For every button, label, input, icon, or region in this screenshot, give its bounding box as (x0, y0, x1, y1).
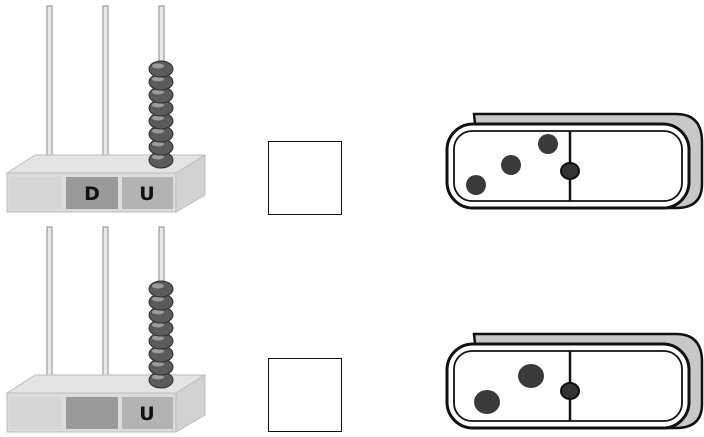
abacus-bead-highlight (152, 335, 164, 341)
abacus-rod-tens (102, 226, 109, 388)
domino-pip (501, 155, 521, 175)
abacus-bead-highlight (152, 283, 164, 289)
abacus-base-top (5, 154, 207, 174)
abacus-bead-highlight (152, 115, 164, 121)
abacus-bead-highlight (152, 76, 164, 82)
domino-pip (474, 390, 500, 414)
label-panel-hundreds (10, 397, 61, 429)
abacus-bead-highlight (152, 296, 164, 302)
abacus: D U (5, 5, 207, 213)
abacus-bead-highlight (152, 89, 164, 95)
domino-pip (538, 134, 558, 154)
domino (445, 332, 704, 430)
abacus-bead-highlight (152, 348, 164, 354)
abacus-bead-highlight (152, 309, 164, 315)
abacus-bead-highlight (152, 154, 164, 160)
abacus-bead-highlight (152, 128, 164, 134)
domino-pip (518, 364, 544, 388)
abacus-bead-highlight (152, 322, 164, 328)
abacus-bead-highlight (152, 63, 164, 69)
bead-stack-units (148, 280, 174, 389)
abacus-bead (148, 60, 174, 78)
label-units: U (139, 183, 154, 205)
abacus-bead (148, 280, 174, 298)
domino (445, 112, 704, 210)
domino-inner-border (453, 350, 683, 422)
abacus-rod-tens (102, 5, 109, 167)
domino-center-pin (560, 162, 580, 180)
label-panel-units (122, 177, 173, 209)
exercise-2: U (0, 220, 704, 437)
abacus-rod-hundreds (46, 226, 53, 388)
answer-box[interactable] (268, 141, 342, 215)
exercise-1: D U (0, 0, 704, 217)
label-panel-hundreds (10, 177, 61, 209)
abacus: U (5, 226, 207, 433)
label-panel-tens (66, 397, 118, 429)
domino-center-pin (560, 382, 580, 400)
abacus-bead-highlight (152, 361, 164, 367)
label-panel-tens (66, 177, 118, 209)
abacus-bead-highlight (152, 374, 164, 380)
answer-box[interactable] (268, 358, 342, 432)
bead-stack-units (148, 60, 174, 169)
abacus-bead-highlight (152, 141, 164, 147)
label-units: U (139, 403, 154, 425)
label-panel-units (122, 397, 173, 429)
abacus-bead-highlight (152, 102, 164, 108)
label-tens: D (84, 183, 100, 205)
domino-inner-border (453, 130, 683, 202)
domino-pip (466, 175, 486, 195)
abacus-rod-hundreds (46, 5, 53, 167)
abacus-base-top (5, 374, 207, 394)
